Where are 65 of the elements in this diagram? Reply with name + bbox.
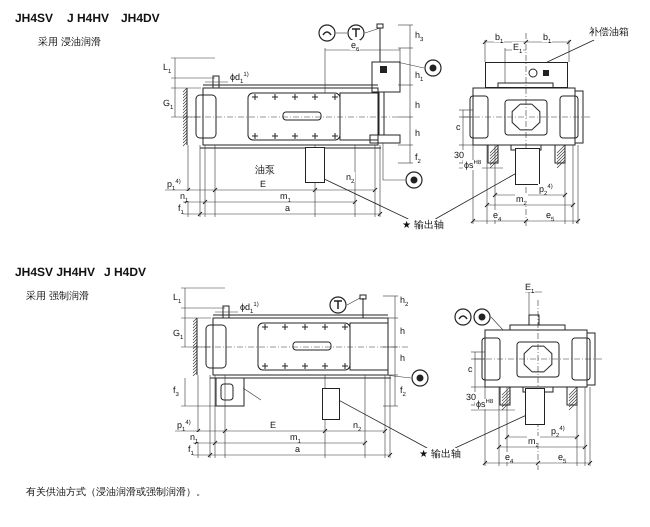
dimension-label: f$_{1}$ — [177, 203, 185, 213]
leader-line — [546, 40, 594, 62]
dimension-label: m$_{1}$ — [289, 432, 302, 442]
dimension-label: e$_{5}$ — [557, 452, 568, 462]
dimension-label: 30 — [465, 392, 478, 402]
leader-line — [340, 400, 428, 448]
dimension-label: n$_{1}$ — [189, 432, 200, 442]
dimension-label: G$_{1}$ — [162, 98, 174, 108]
dimension-label: h$_{2}$ — [399, 295, 410, 305]
leader-line — [324, 179, 409, 220]
output-shaft — [515, 148, 540, 185]
dimension-label: c — [467, 364, 474, 374]
dimension-label: f$_{1}$ — [187, 444, 195, 454]
dimension-label: b$_{1}$ — [494, 32, 504, 42]
dimension-label: m$_{2}$ — [515, 194, 528, 204]
dimension-label: a — [294, 444, 302, 454]
dimension-label: e$_{4}$ — [504, 452, 514, 462]
dimension-label: E — [269, 420, 278, 430]
dimension-label: n$_{2}$ — [352, 420, 362, 430]
model-title: JH4SV — [14, 12, 54, 25]
callout-text: 补偿油箱 — [589, 27, 629, 38]
dimension-label: e$_{4}$ — [492, 210, 502, 220]
note-text: 采用 浸油润滑 — [37, 36, 102, 49]
dimension-label: h — [399, 326, 406, 336]
dimension-label: m$_{1}$ — [279, 191, 292, 201]
dimension-label: ϕs$^{H8}$ — [463, 160, 482, 170]
dimension-label: E — [259, 179, 268, 189]
note-text: 采用 强制润滑 — [25, 290, 90, 303]
leader-line — [434, 174, 516, 220]
dimension-label: h$_{3}$ — [414, 30, 424, 40]
dimension-label: n$_{2}$ — [345, 172, 356, 182]
dimension-label: L$_{1}$ — [172, 292, 182, 302]
callout-text: ★ 输出轴 — [419, 449, 461, 460]
output-shaft — [305, 147, 325, 183]
leader-line — [454, 415, 526, 448]
model-title: JH4DV — [120, 12, 161, 25]
dimension-label: h$_{1}$ — [414, 70, 424, 80]
dimension-label: b$_{1}$ — [542, 32, 552, 42]
model-title: JH4SV JH4HV — [14, 266, 96, 279]
dimension-label: n$_{1}$ — [179, 191, 190, 201]
dimension-label: L$_{1}$ — [162, 62, 172, 72]
dimension-label: E$_{1}$ — [512, 42, 524, 52]
note-text: 有关供油方式（浸油润滑或强制润滑）。 — [25, 486, 207, 499]
dimension-label: a — [284, 203, 292, 213]
dimension-label: f$_{2}$ — [399, 385, 407, 395]
dimension-label: e$_{5}$ — [545, 210, 556, 220]
output-shaft — [525, 388, 545, 425]
dimension-label: f$_{3}$ — [172, 385, 180, 395]
output-shaft — [322, 388, 340, 420]
note-text: 油泵 — [254, 164, 276, 177]
model-title: J H4DV — [103, 266, 148, 279]
dimension-label: h — [414, 100, 422, 110]
dimension-label: m$_{2}$ — [527, 436, 540, 446]
oil-tank — [485, 62, 568, 88]
dimension-label: G$_{1}$ — [172, 328, 184, 338]
dimension-label: 30 — [453, 150, 466, 160]
dimension-label: c — [455, 122, 462, 132]
dimension-label: ϕs$^{H8}$ — [475, 399, 494, 409]
dimension-label: E$_{1}$ — [524, 282, 536, 292]
model-title: J H4HV — [66, 12, 110, 25]
dimension-label: h — [414, 128, 422, 138]
dimension-label: f$_{2}$ — [414, 152, 422, 162]
dimension-label: e$_{6}$ — [350, 40, 360, 50]
dimension-label: h — [399, 353, 406, 363]
callout-text: ★ 输出轴 — [402, 220, 444, 231]
